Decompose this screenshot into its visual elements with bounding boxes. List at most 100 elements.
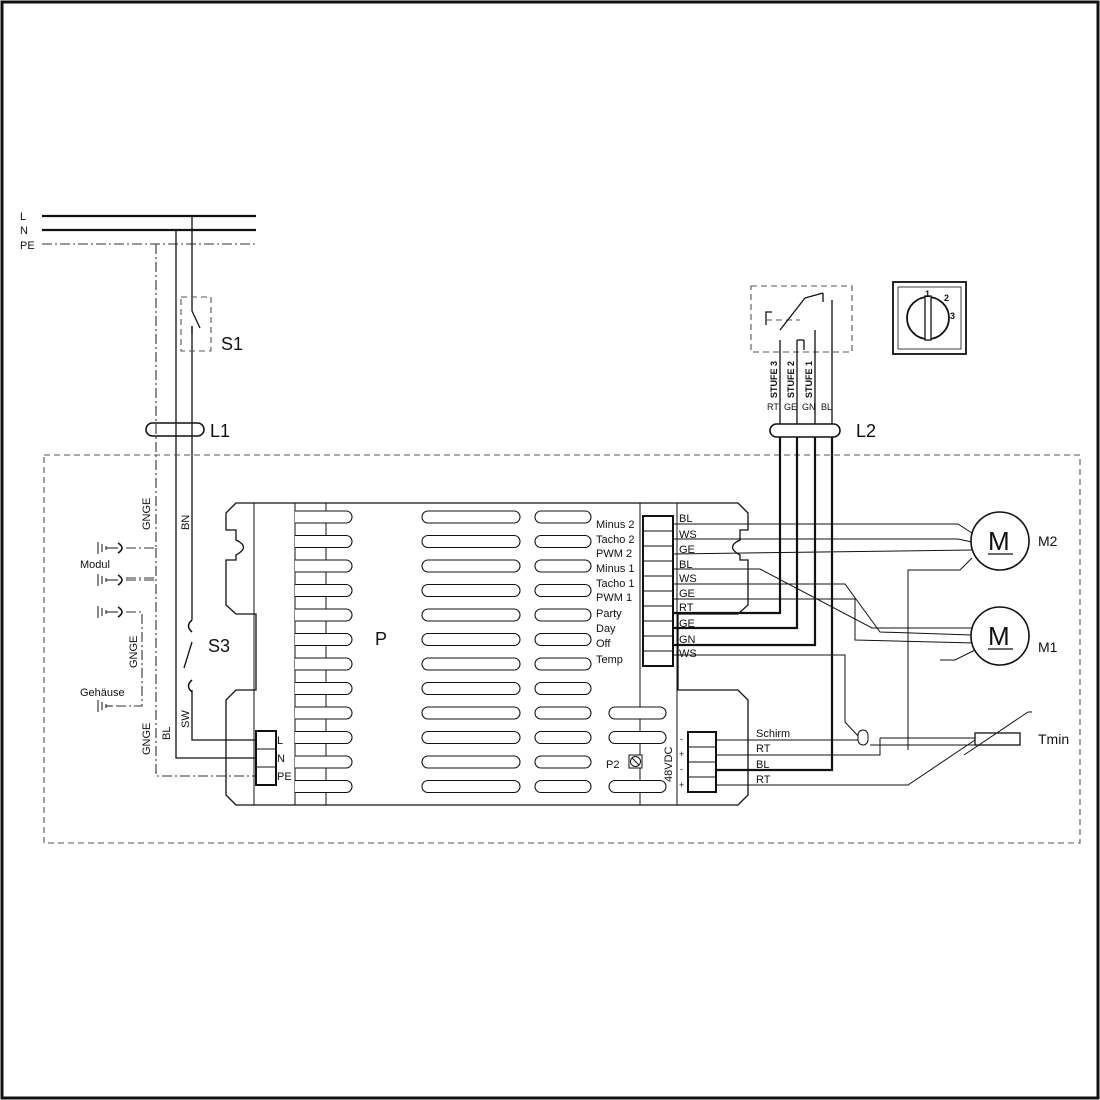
cooling-slot: [295, 559, 353, 573]
potentiometer-p2: P2: [606, 754, 643, 771]
wire-gn-off: GN: [679, 634, 696, 646]
supply-lines: L N PE: [20, 211, 256, 252]
cooling-slot: [421, 755, 521, 769]
cooling-slot: [421, 657, 521, 671]
dc-pol-2: +: [679, 749, 684, 759]
dial-pos-3: 3: [950, 311, 955, 321]
temperature-sensor: Tmin: [857, 711, 1069, 756]
cooling-slot: [295, 681, 353, 696]
board-label: P: [375, 629, 387, 649]
cooling-slot: [534, 779, 592, 794]
cooling-slot: [295, 706, 353, 720]
cooling-slot: [534, 583, 592, 598]
cooling-slot: [295, 755, 353, 769]
cooling-slot: [534, 657, 592, 671]
stage-wire-rt: RT: [767, 402, 779, 412]
feed-wires: [125, 216, 256, 777]
dc-voltage-label: 48VDC: [663, 746, 675, 782]
wire-label-gnge-mid: GNGE: [128, 636, 140, 668]
wire-label-sw: SW: [180, 710, 192, 728]
terminal-tacho-2: Tacho 2: [596, 534, 635, 546]
cooling-slot: [534, 534, 592, 549]
mains-terminal-n: N: [277, 753, 285, 765]
wire-label-gnge-bottom: GNGE: [141, 723, 153, 755]
terminal-minus-1: Minus 1: [596, 563, 635, 575]
cooling-slot: [534, 755, 592, 769]
wire-ws-tacho1: WS: [679, 573, 697, 585]
dc-wire-bl: BL: [756, 759, 769, 771]
cable-gland-l2: L2: [769, 421, 876, 441]
housing-enclosure: [43, 454, 1081, 844]
terminal-day: Day: [596, 623, 616, 635]
stage-wire-ge: GE: [784, 402, 797, 412]
cooling-slot: [295, 534, 353, 549]
cooling-slot: [534, 632, 592, 647]
dc-pol-1: -: [680, 734, 683, 744]
sensor-label: Tmin: [1038, 731, 1069, 747]
mains-terminal-l: L: [277, 735, 283, 747]
motor-m2-symbol: M: [988, 526, 1010, 556]
motor-m2: M M2: [970, 511, 1058, 571]
wire-rt-party: RT: [679, 602, 694, 614]
dc-pol-4: +: [679, 780, 684, 790]
dc-pol-3: -: [680, 764, 683, 774]
motor-m1-symbol: M: [988, 621, 1010, 651]
switch-s1-label: S1: [221, 334, 243, 354]
wire-ge-pwm2: GE: [679, 544, 695, 556]
control-terminal-block: [642, 515, 674, 667]
cooling-slot: [534, 510, 592, 524]
terminal-pwm-2: PWM 2: [596, 548, 632, 560]
stage-switch: STUFE 3 STUFE 2 STUFE 1 RT GE GN BL: [750, 285, 853, 424]
ground-modul-label: Modul: [80, 559, 110, 571]
switch-s3: S3: [183, 619, 230, 693]
mains-terminal: L N PE: [255, 730, 292, 786]
cooling-slot: [295, 608, 353, 622]
mains-terminal-pe: PE: [277, 771, 292, 783]
cooling-slot: [295, 632, 353, 647]
dial-pos-1: 1: [925, 289, 930, 299]
dc-wire-rt-1: RT: [756, 743, 771, 755]
cooling-slot: [534, 730, 592, 745]
cable-gland-l1-label: L1: [210, 421, 230, 441]
cooling-slot: [421, 583, 521, 598]
terminal-party: Party: [596, 608, 622, 620]
cooling-slot: [421, 681, 521, 696]
dc-terminal: - + - + 48VDC Schirm RT BL RT: [663, 728, 790, 793]
wire-ws-tacho2: WS: [679, 529, 697, 541]
wire-label-gnge-top: GNGE: [141, 498, 153, 530]
cooling-slot: [421, 534, 521, 549]
terminal-temp: Temp: [596, 654, 623, 666]
supply-pe-label: PE: [20, 240, 35, 252]
motor-m1: M M1: [970, 606, 1058, 666]
cooling-slots: [295, 510, 667, 794]
cable-gland-l1: L1: [145, 421, 230, 441]
cooling-slot: [608, 706, 667, 720]
cooling-slot: [534, 608, 592, 622]
cooling-slot: [421, 706, 521, 720]
terminal-pwm-1: PWM 1: [596, 592, 632, 604]
supply-l-label: L: [20, 211, 26, 223]
cooling-slot: [421, 730, 521, 745]
wire-bl-minus2: BL: [679, 513, 692, 525]
terminal-minus-2: Minus 2: [596, 519, 635, 531]
stage-wire-gn: GN: [802, 402, 816, 412]
dc-wire-schirm: Schirm: [756, 728, 790, 740]
motor-m2-label: M2: [1038, 533, 1058, 549]
stage-dial-icon: 1 2 3: [892, 281, 967, 355]
dial-pos-2: 2: [944, 293, 949, 303]
motor-wires: [672, 523, 976, 750]
cooling-slot: [295, 583, 353, 598]
control-terminal-labels: Minus 2 Tacho 2 PWM 2 Minus 1 Tacho 1 PW…: [596, 519, 635, 666]
stufe-2-label: STUFE 2: [786, 361, 796, 398]
stufe-3-label: STUFE 3: [769, 361, 779, 398]
cooling-slot: [295, 510, 353, 524]
ground-gehaeuse: Gehäuse: [80, 687, 125, 712]
wire-label-bl: BL: [161, 727, 173, 740]
supply-n-label: N: [20, 225, 28, 237]
terminal-off: Off: [596, 638, 611, 650]
cooling-slot: [608, 779, 667, 794]
cooling-slot: [421, 632, 521, 647]
ground-module-1: [97, 574, 123, 586]
